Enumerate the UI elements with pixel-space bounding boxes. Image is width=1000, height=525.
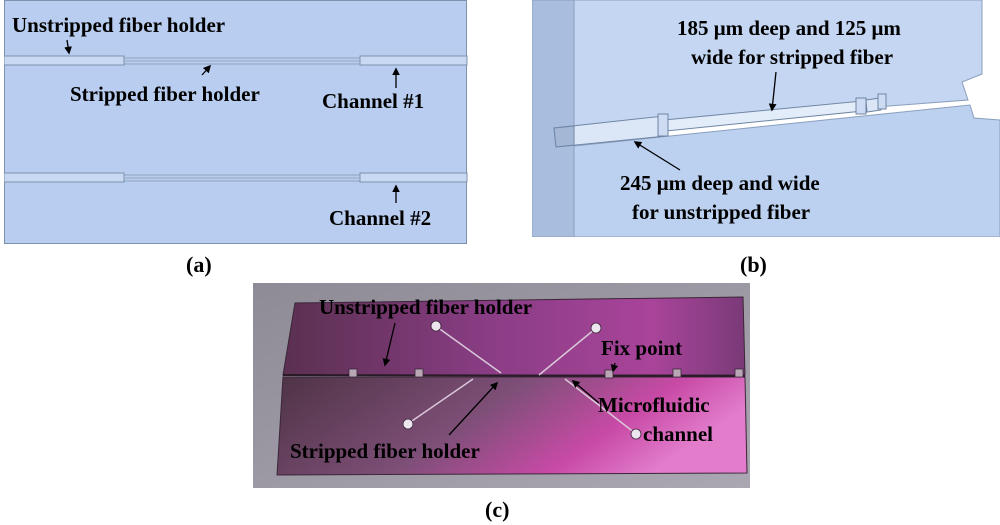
panel-a-substrate [4,0,467,244]
panel-b-lower-block [573,104,1000,237]
panel-b-stripped-arrow [768,71,777,112]
panel-b-unstripped-line1: 245 μm deep and wide [620,171,820,195]
panel-a-unstripped-label: Unstripped fiber holder [12,13,225,37]
panel-b-unstripped-line2: for unstripped fiber [632,200,810,224]
panel-c-wafer-bottom [276,376,748,476]
unstripped-holder-left-2 [4,172,125,183]
panel-c-fix-point-arrow [610,362,619,373]
panel-c-channel-holes [402,320,642,440]
panel-c-stripped-label: Stripped fiber holder [290,439,480,463]
panel-c-fix-point-label: Fix point [601,336,682,360]
panel-c-unstripped-label: Unstripped fiber holder [319,295,532,319]
fiber-groove-row-1 [4,55,468,66]
panel-b-stripped-line1: 185 μm deep and 125 μm [677,16,901,40]
panel-a-label: (a) [186,252,212,277]
panel-a-channel1-label: Channel #1 [322,89,424,113]
unstripped-holder-left-1 [4,55,125,66]
panel-c-unstripped-arrow [382,322,396,367]
panel-c-fiber-groove [282,374,746,377]
panel-c-microfluidic-arrow [571,379,600,404]
unstripped-holder-right-1 [359,55,468,66]
panel-c-stripped-arrow [448,381,499,436]
panel-b-left-wall [532,0,575,237]
panel-b-stripped-line2: wide for stripped fiber [691,45,893,69]
unstripped-holder-right-2 [359,172,468,183]
panel-c-label: (c) [485,497,510,522]
panel-c-microfluidic-line1: Microfluidic [598,393,710,417]
fiber-groove-row-2 [4,172,468,183]
panel-a-unstripped-arrow [64,39,72,55]
panel-b-cad-3d-view: 185 μm deep and 125 μm wide for stripped… [532,0,1000,237]
panel-b-label: (b) [740,252,767,277]
panel-b-unstripped-arrow [633,141,681,171]
panel-c-photo: Unstripped fiber holder Fix point Microf… [253,283,750,488]
panel-a-channel2-label: Channel #2 [329,206,431,230]
panel-a-stripped-label: Stripped fiber holder [70,82,260,106]
panel-c-fix-points [348,368,744,379]
panel-a-cad-top-view: Unstripped fiber holder Stripped fiber h… [4,0,468,244]
panel-a-stripped-arrow [201,64,212,76]
panel-c-microfluidic-line2: channel [643,422,713,446]
